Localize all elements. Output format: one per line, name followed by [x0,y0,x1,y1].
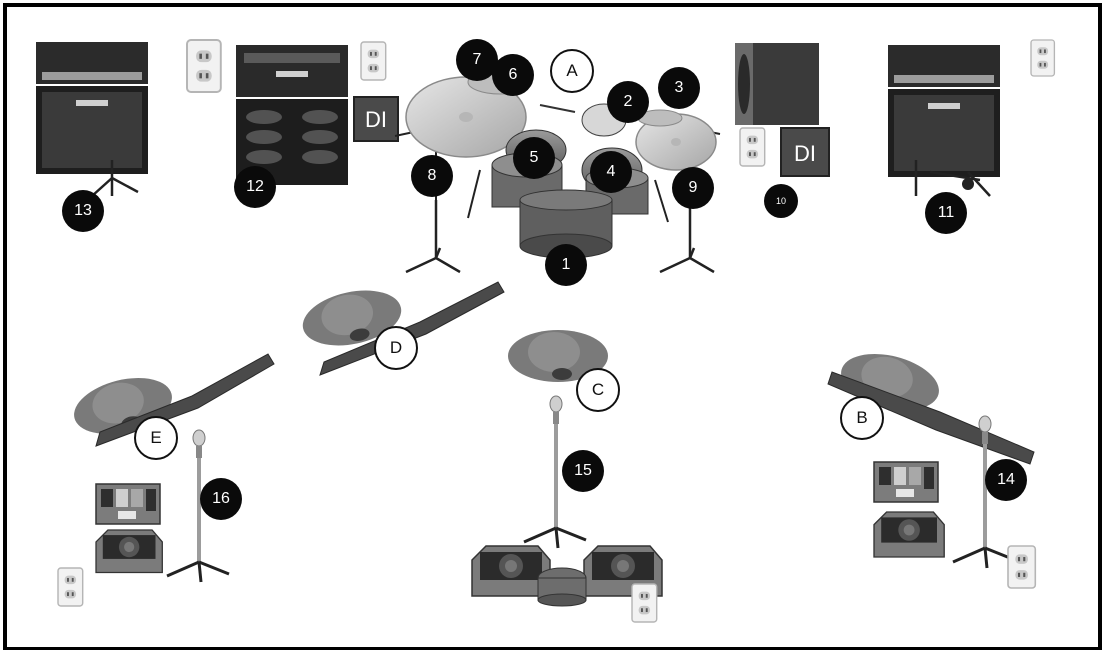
power-outlet-icon [1031,40,1054,76]
marker-C: C [576,368,620,412]
power-outlet-icon [361,42,386,80]
marker-3: 3 [658,67,700,109]
marker-D: D [374,326,418,370]
marker-10: 10 [764,184,798,218]
marker-5: 5 [513,137,555,179]
bass-amp-icon [236,45,348,185]
mic-base-icon [538,568,586,606]
di-box-label: DI [365,107,387,132]
power-outlet-icon [1008,546,1035,588]
pedalboard-icon [96,484,160,524]
marker-9: 9 [672,167,714,209]
marker-E: E [134,416,178,460]
marker-A: A [550,49,594,93]
di-box-icon: DI [781,128,829,176]
di-box-icon: DI [354,97,398,141]
marker-12: 12 [234,166,276,208]
marker-1: 1 [545,244,587,286]
marker-8: 8 [411,155,453,197]
speaker-cabinet-icon [735,43,819,125]
marker-11: 11 [925,192,967,234]
floor-wedge-monitor-icon [96,530,162,573]
power-outlet-icon [632,584,657,622]
pedalboard-icon [874,462,938,502]
guitar-amp-icon [888,45,1000,177]
di-box-label: DI [794,141,816,166]
marker-B: B [840,396,884,440]
marker-2: 2 [607,81,649,123]
marker-7: 7 [456,39,498,81]
marker-15: 15 [562,450,604,492]
marker-14: 14 [985,459,1027,501]
marker-4: 4 [590,151,632,193]
marker-16: 16 [200,478,242,520]
floor-wedge-monitor-icon [874,512,944,557]
marker-13: 13 [62,190,104,232]
power-outlet-icon [187,40,221,92]
power-outlet-icon [740,128,765,166]
marker-6: 6 [492,54,534,96]
guitar-amp-icon [36,42,148,174]
power-outlet-icon [58,568,83,606]
